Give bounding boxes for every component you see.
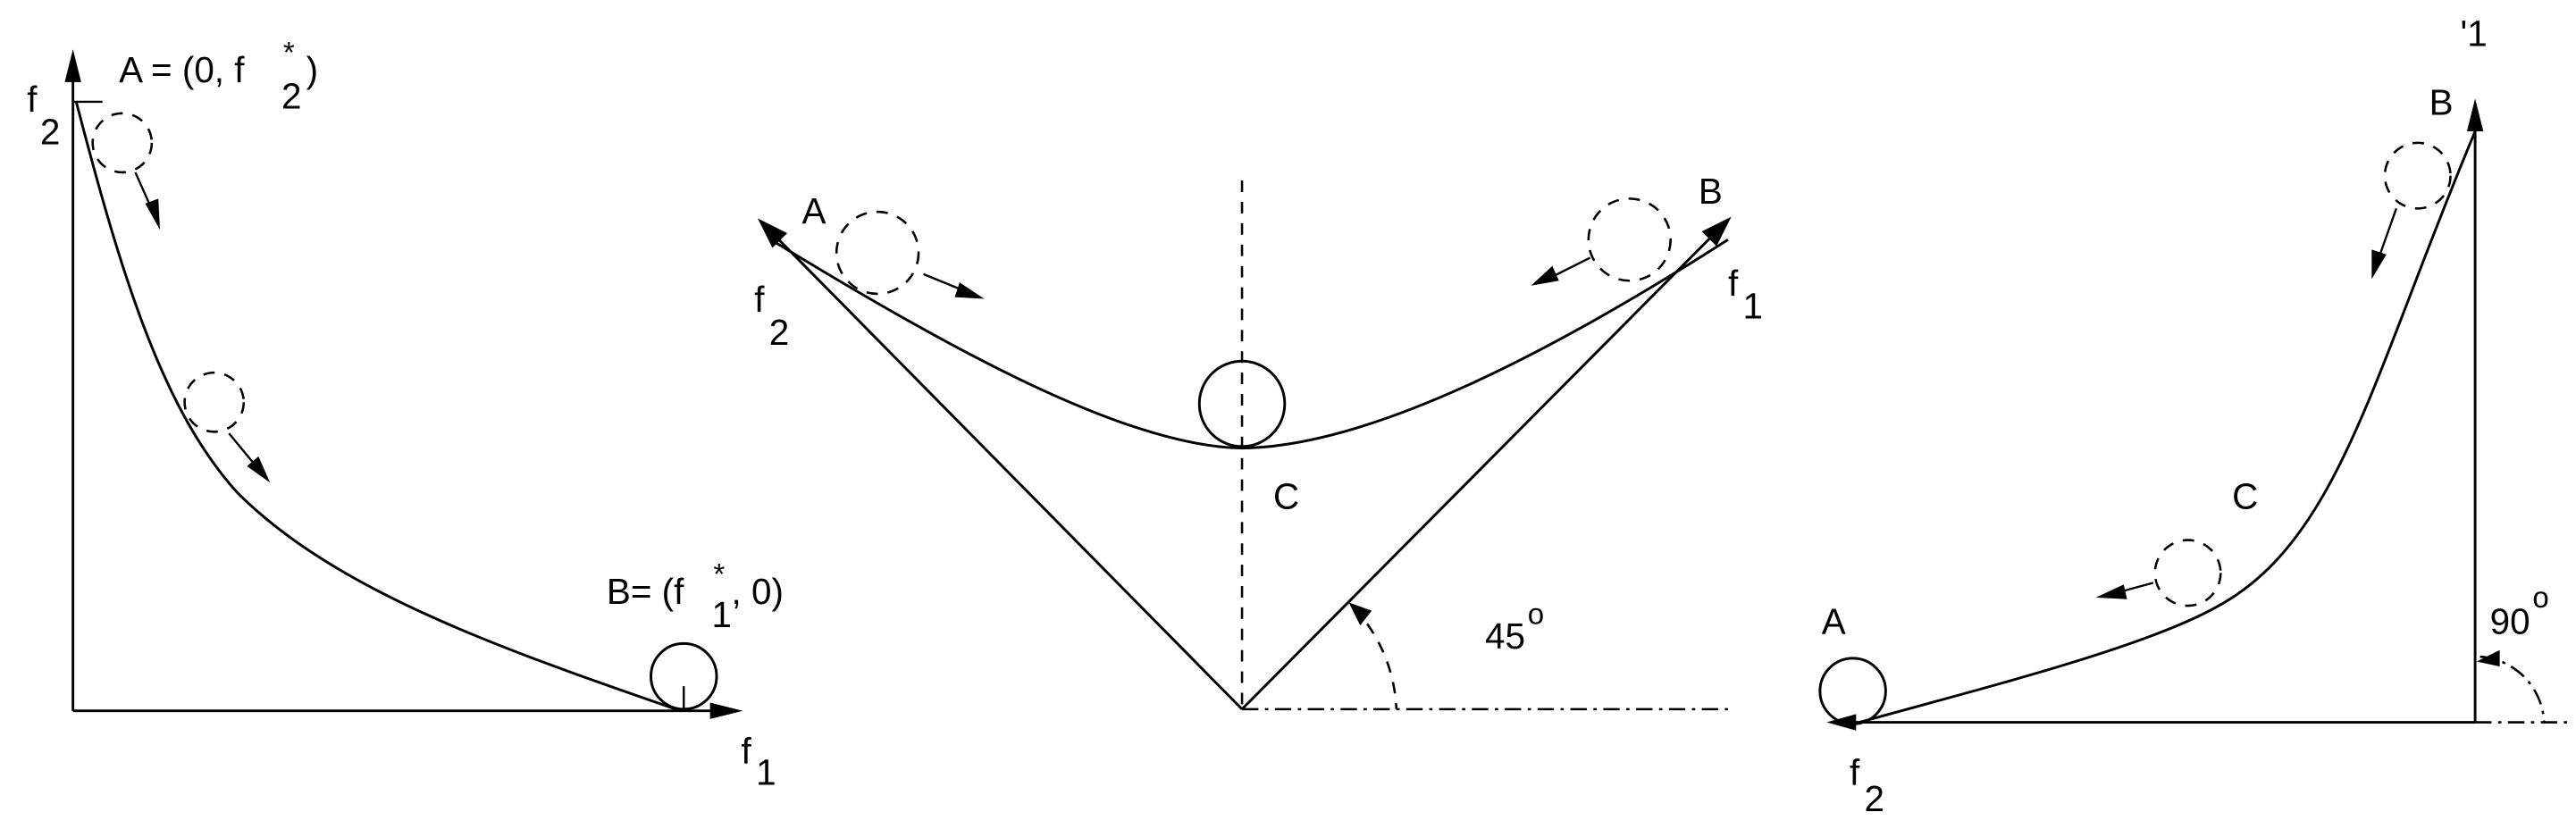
angle-arrow-icon — [1348, 602, 1372, 626]
f2-axis-label: f — [1850, 751, 1860, 792]
ball-dashed-top — [91, 112, 154, 174]
f1-axis-arrow-icon — [709, 702, 743, 719]
angle-label-sup: o — [1528, 598, 1544, 631]
point-a-label-close: ) — [306, 49, 318, 90]
point-a-label: A — [1822, 600, 1846, 641]
f2-axis-label-sub: 2 — [1865, 778, 1884, 819]
x-axis-label-sub: 1 — [756, 751, 776, 792]
f1-axis-arrow-icon — [2466, 98, 2484, 132]
f2-axis-arrow-icon — [64, 49, 81, 82]
angle-label: 45 — [1485, 615, 1525, 657]
panel-convex-front: f 2 A = (0, f * 2 ) B= (f * 1 , 0) f 1 — [27, 37, 784, 793]
panel-rotated-90: A B C '1 f 2 90 o — [1818, 13, 2569, 819]
f1-axis-label: '1 — [2461, 13, 2488, 54]
point-b-label: B — [2429, 82, 2454, 123]
y-axis-label: f — [27, 79, 38, 120]
angle-label: 90 — [2490, 600, 2530, 641]
y-axis-label-sub: 2 — [40, 112, 60, 153]
f1-axis-label-sub: 1 — [1743, 285, 1763, 326]
panel-rotated-45: A B C f 2 f 1 45 o — [754, 171, 1763, 711]
ball-solid-a — [1818, 657, 1887, 725]
ball-solid-c — [1197, 359, 1287, 448]
pareto-curve — [74, 101, 682, 713]
f1-axis-rotated — [1241, 222, 1726, 710]
point-a-label: A = (0, f — [119, 49, 245, 90]
ball-dashed-c — [2153, 539, 2222, 607]
motion-arrow-icon — [1531, 265, 1559, 286]
point-a-label: A — [802, 190, 827, 231]
f2-axis-label-sub: 2 — [769, 312, 789, 353]
motion-arrow-icon — [954, 282, 985, 299]
point-a-label-sub: 2 — [281, 75, 301, 116]
point-b-label-close: , 0) — [732, 571, 784, 612]
point-b-label-sup: * — [713, 558, 725, 591]
ball-dashed-b — [2383, 141, 2452, 210]
point-b-label: B — [1699, 171, 1723, 212]
x-axis-label: f — [742, 730, 752, 771]
motion-arrow-line — [2377, 207, 2398, 260]
point-c-label: C — [1273, 476, 1299, 517]
angle-arc-90 — [2480, 655, 2546, 723]
pareto-curve — [769, 239, 1729, 450]
point-c-label: C — [2232, 476, 2258, 517]
motion-arrow-icon — [2371, 249, 2387, 280]
angle-arrow-icon — [2476, 649, 2500, 667]
ball-dashed-b — [1587, 197, 1672, 282]
f1-axis-label: f — [1728, 263, 1739, 304]
pareto-curve — [1859, 130, 2477, 724]
angle-label-sup: o — [2532, 582, 2548, 615]
motion-arrow-icon — [247, 456, 271, 483]
point-b-label: B= (f — [607, 571, 684, 612]
f2-axis-label: f — [754, 279, 765, 320]
point-a-label-sup: * — [283, 37, 295, 70]
motion-arrow-icon — [145, 198, 161, 230]
point-b-label-sub: 1 — [711, 594, 731, 635]
ball-dashed-a — [835, 210, 920, 296]
ball-dashed-middle — [183, 371, 246, 433]
f1-axis-arrow-icon — [1701, 216, 1732, 247]
motion-arrow-icon — [2095, 584, 2127, 599]
f2-axis-rotated — [765, 225, 1244, 710]
